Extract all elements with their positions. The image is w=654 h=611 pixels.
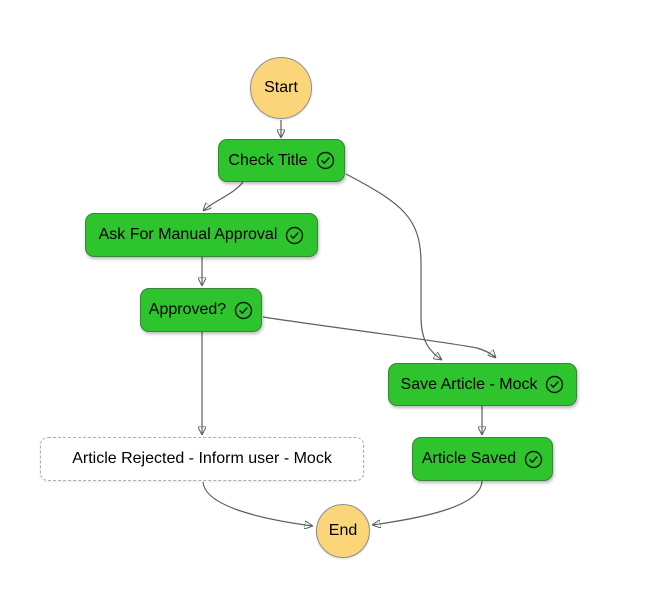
check-circle-icon (524, 450, 543, 469)
check-circle-icon (316, 151, 335, 170)
edge-check-title-save-article (345, 173, 442, 360)
node-article-rejected[interactable]: Article Rejected - Inform user - Mock (40, 437, 364, 481)
node-save-article[interactable]: Save Article - Mock (388, 363, 577, 406)
check-circle-icon (285, 226, 304, 245)
node-save-article-label: Save Article - Mock (400, 375, 538, 393)
node-check-title-label: Check Title (228, 151, 308, 169)
node-start: Start (250, 57, 312, 119)
node-end: End (316, 504, 370, 558)
node-ask-for-manual-approval-label: Ask For Manual Approval (98, 226, 278, 243)
node-end-label: End (328, 522, 358, 539)
node-start-label: Start (264, 79, 298, 96)
node-approved-label: Approved? (148, 301, 227, 318)
node-article-saved-label: Article Saved (421, 450, 517, 467)
node-article-rejected-label: Article Rejected - Inform user - Mock (72, 450, 332, 467)
check-circle-icon (545, 375, 564, 394)
node-ask-for-manual-approval[interactable]: Ask For Manual Approval (85, 213, 318, 257)
node-article-saved[interactable]: Article Saved (412, 437, 553, 481)
edge-check-title-ask-for-manual-approval (203, 181, 244, 211)
node-check-title[interactable]: Check Title (218, 139, 345, 182)
edge-article-saved-end (372, 480, 483, 525)
check-circle-icon (234, 301, 253, 320)
edge-article-rejected-end (202, 481, 313, 526)
edge-approved-save-article (262, 316, 496, 358)
node-approved[interactable]: Approved? (140, 288, 262, 332)
